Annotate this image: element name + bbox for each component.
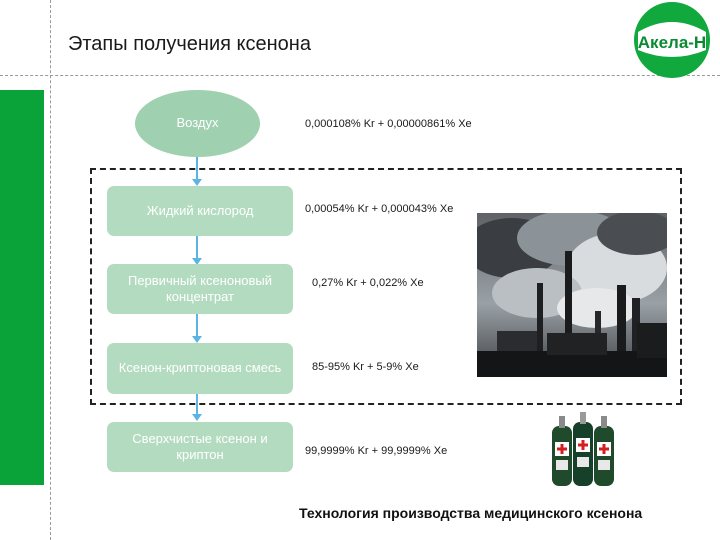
stage-label: Первичный ксеноновый концентрат: [127, 272, 273, 304]
stage-label: Ксенон-криптоновая смесь: [118, 360, 282, 376]
stage-liquid-oxygen: Жидкий кислород: [107, 186, 293, 236]
connector-4: [196, 394, 198, 416]
connector-arrow-1: [192, 179, 202, 186]
composition-air: 0,000108% Kr + 0,00000861% Xe: [305, 118, 472, 130]
stage-xenon-krypton-mix: Ксенон-криптоновая смесь: [107, 343, 293, 394]
left-guide-line: [50, 0, 51, 540]
side-accent-bar: [0, 90, 44, 485]
logo-text: Акела-Н: [638, 33, 706, 52]
company-logo: Акела-Н: [634, 2, 710, 78]
stage-primary-xenon-concentrate: Первичный ксеноновый концентрат: [107, 264, 293, 314]
stage-air: Воздух: [135, 90, 260, 157]
slide-subtitle: Технология производства медицинского ксе…: [299, 505, 643, 521]
stage-ultrapure-gases: Сверхчистые ксенон и криптон: [107, 422, 293, 472]
connector-3: [196, 314, 198, 338]
connector-1: [196, 155, 198, 181]
stage-label: Жидкий кислород: [146, 202, 254, 218]
top-guide-line: [0, 75, 720, 76]
composition-ultrapure: 99,9999% Kr + 99,9999% Xe: [305, 445, 448, 457]
composition-primary-concentrate: 0,27% Kr + 0,022% Xe: [312, 277, 424, 289]
connector-arrow-2: [192, 258, 202, 265]
factory-photo: [477, 213, 667, 377]
composition-xenon-krypton-mix: 85-95% Kr + 5-9% Xe: [312, 361, 419, 373]
slide-title: Этапы получения ксенона: [68, 33, 311, 55]
gas-cylinders-photo: [552, 412, 614, 486]
connector-arrow-3: [192, 336, 202, 343]
connector-arrow-4: [192, 414, 202, 421]
connector-2: [196, 236, 198, 260]
stage-label: Сверхчистые ксенон и криптон: [132, 430, 268, 462]
composition-liquid-oxygen: 0,00054% Kr + 0,000043% Xe: [305, 203, 454, 215]
process-group-box: [90, 168, 682, 405]
stage-label: Воздух: [176, 115, 219, 131]
